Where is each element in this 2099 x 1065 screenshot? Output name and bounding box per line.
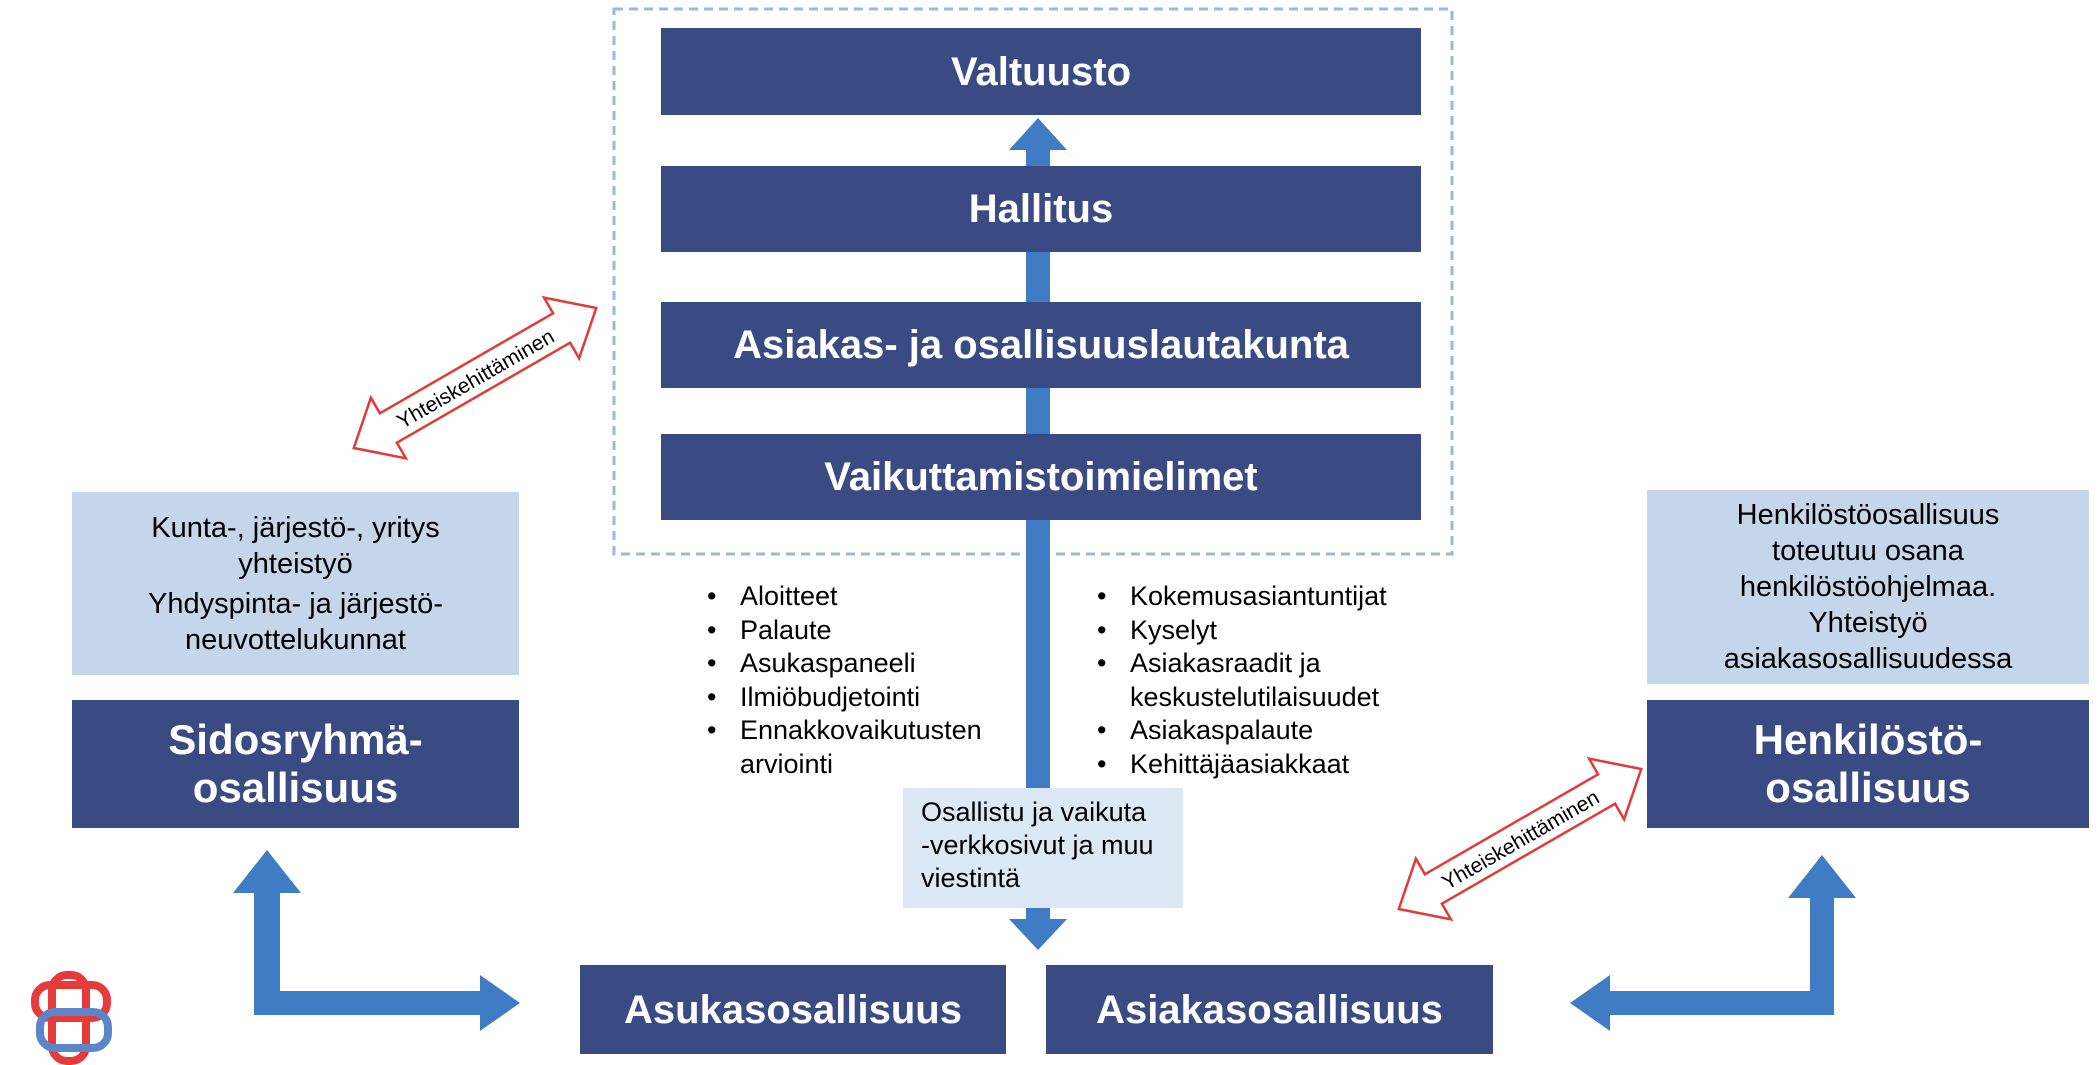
list-item: Aloitteet	[704, 580, 1004, 614]
vertical-double-arrow	[1009, 118, 1067, 950]
arrow-label-left: Yhteiskehittäminen	[393, 325, 558, 434]
yhteiskehittaminen-arrow-left: Yhteiskehittäminen	[352, 295, 598, 461]
left-l-arrow	[233, 850, 520, 1031]
list-item: Kehittäjäasiakkaat	[1094, 748, 1424, 782]
right-l-arrow	[1570, 855, 1856, 1031]
list-item: Palaute	[704, 614, 1004, 648]
toimielimet-box: Vaikuttamistoimielimet	[661, 434, 1421, 520]
sidosryhma-title-box: Sidosryhmä- osallisuus	[72, 700, 519, 828]
sidosryhma-info-line: Yhdyspinta- ja järjestö-	[148, 587, 443, 620]
asiakasosallisuus-box: Asiakasosallisuus	[1046, 965, 1493, 1054]
portal-line: -verkkosivut ja muu	[921, 830, 1154, 860]
list-item: Kokemusasiantuntijat	[1094, 580, 1424, 614]
asiakas-methods-list: Kokemusasiantuntijat Kyselyt Asiakasraad…	[1094, 580, 1424, 781]
henkilosto-info-line: asiakasosallisuudessa	[1723, 643, 2013, 675]
sidosryhma-info-line: yhteistyö	[238, 547, 353, 580]
henkilosto-info-line: henkilöstöohjelmaa.	[1739, 571, 1997, 603]
logo-icon	[31, 971, 112, 1065]
list-item: Kyselyt	[1094, 614, 1424, 648]
list-item: Asiakaspalaute	[1094, 714, 1424, 748]
list-item: Ilmiöbudjetointi	[704, 681, 1004, 715]
arrow-label-right: Yhteiskehittäminen	[1438, 786, 1603, 895]
sidosryhma-info-line: neuvottelukunnat	[185, 623, 406, 656]
sidosryhma-info-box: Kunta-, järjestö-, yritys yhteistyö Yhdy…	[72, 492, 519, 675]
lautakunta-box: Asiakas- ja osallisuuslautakunta	[661, 302, 1421, 388]
henkilosto-title-line: Henkilöstö-	[1753, 716, 1983, 763]
valtuusto-box: Valtuusto	[661, 28, 1421, 115]
henkilosto-info-line: Henkilöstöosallisuus	[1736, 499, 2000, 531]
hallitus-box: Hallitus	[661, 166, 1421, 252]
web-portal-note: Osallistu ja vaikuta -verkkosivut ja muu…	[903, 788, 1183, 908]
henkilosto-info-line: Yhteistyö	[1808, 607, 1928, 639]
henkilosto-info-line: toteutuu osana	[1772, 535, 1964, 567]
list-item: Ennakkovaikutusten arviointi	[704, 714, 1004, 781]
list-item: Asukaspaneeli	[704, 647, 1004, 681]
list-item: Asiakasraadit ja keskustelutilaisuudet	[1094, 647, 1424, 714]
henkilosto-title-line: osallisuus	[1765, 764, 1971, 811]
sidosryhma-info-line: Kunta-, järjestö-, yritys	[151, 511, 440, 544]
sidosryhma-title-line: Sidosryhmä-	[168, 716, 423, 763]
asukasosallisuus-box: Asukasosallisuus	[580, 965, 1006, 1054]
portal-line: viestintä	[921, 863, 1021, 893]
sidosryhma-title-line: osallisuus	[192, 764, 399, 811]
asukas-methods-list: Aloitteet Palaute Asukaspaneeli Ilmiöbud…	[704, 580, 1004, 781]
henkilosto-info-box: Henkilöstöosallisuus toteutuu osana henk…	[1647, 490, 2089, 684]
portal-line: Osallistu ja vaikuta	[921, 797, 1147, 827]
henkilosto-title-box: Henkilöstö- osallisuus	[1647, 700, 2089, 828]
